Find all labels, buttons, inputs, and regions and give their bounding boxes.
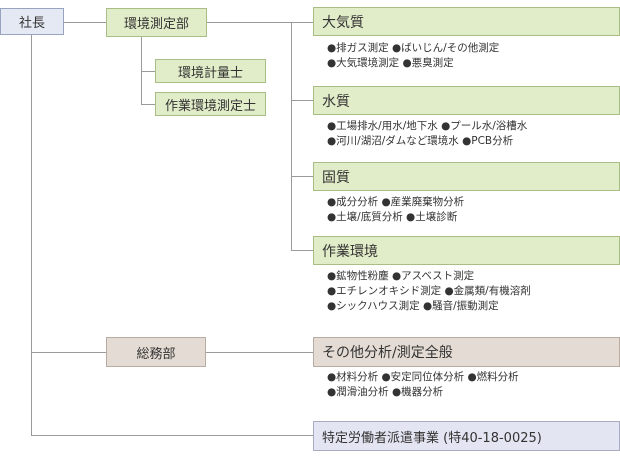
node-workplace-measurer: 作業環境測定士	[155, 92, 266, 116]
service-title: その他分析/測定全般	[322, 345, 453, 361]
connector	[291, 22, 292, 250]
detail-line: ●成分分析 ●産業廃棄物分析	[327, 196, 465, 208]
detail-line: ●工場排水/用水/地下水 ●プール水/浴槽水	[327, 120, 528, 132]
node-label: 総務部	[136, 346, 176, 362]
detail-line: ●エチレンオキシド測定 ●金属類/有機溶剤	[327, 285, 531, 297]
service-title: 固質	[322, 169, 350, 186]
service-title: 大気質	[322, 14, 364, 31]
service-air: 大気質	[313, 7, 620, 36]
service-water: 水質	[313, 86, 620, 115]
detail-line: ●潤滑油分析 ●機器分析	[327, 386, 444, 398]
node-label: 作業環境測定士	[164, 98, 256, 114]
connector	[64, 22, 106, 23]
service-title: 特定労働者派遣事業 (特40-18-0025)	[322, 430, 542, 446]
detail-line: ●材料分析 ●安定同位体分析 ●燃料分析	[327, 371, 519, 383]
connector	[31, 435, 313, 436]
service-workplace: 作業環境	[313, 236, 620, 265]
connector	[207, 22, 313, 23]
node-env-measurer: 環境計量士	[155, 59, 266, 83]
service-water-detail: ●工場排水/用水/地下水 ●プール水/浴槽水 ●河川/湖沼/ダムなど環境水 ●P…	[327, 119, 527, 149]
service-title: 水質	[322, 93, 350, 110]
connector	[291, 250, 313, 251]
node-label: 環境測定部	[123, 17, 189, 32]
node-label: 社長	[18, 16, 45, 31]
detail-line: ●排ガス測定 ●ばいじん/その他測定	[327, 42, 500, 54]
connector	[141, 104, 155, 105]
connector	[31, 34, 32, 435]
node-label: 環境計量士	[177, 65, 243, 81]
service-other-detail: ●材料分析 ●安定同位体分析 ●燃料分析 ●潤滑油分析 ●機器分析	[327, 370, 519, 400]
connector	[291, 100, 313, 101]
service-air-detail: ●排ガス測定 ●ばいじん/その他測定 ●大気環境測定 ●悪臭測定	[327, 41, 499, 71]
detail-line: ●鉱物性粉塵 ●アスベスト測定	[327, 270, 475, 282]
connector	[206, 352, 313, 353]
service-workplace-detail: ●鉱物性粉塵 ●アスベスト測定 ●エチレンオキシド測定 ●金属類/有機溶剤 ●シ…	[327, 269, 531, 314]
connector	[141, 71, 155, 72]
service-other: その他分析/測定全般	[313, 337, 620, 367]
detail-line: ●シックハウス測定 ●騒音/振動測定	[327, 300, 499, 312]
detail-line: ●河川/湖沼/ダムなど環境水 ●PCB分析	[327, 135, 514, 147]
service-solid-detail: ●成分分析 ●産業廃棄物分析 ●土壌/底質分析 ●土壌診断	[327, 195, 464, 225]
connector	[291, 176, 313, 177]
node-president: 社長	[0, 8, 64, 35]
service-worker-dispatch: 特定労働者派遣事業 (特40-18-0025)	[313, 421, 620, 451]
detail-line: ●大気環境測定 ●悪臭測定	[327, 57, 454, 69]
service-solid: 固質	[313, 162, 620, 191]
node-environment-dept: 環境測定部	[106, 8, 207, 37]
connector	[31, 352, 106, 353]
service-title: 作業環境	[322, 243, 378, 260]
node-general-affairs: 総務部	[106, 337, 206, 367]
detail-line: ●土壌/底質分析 ●土壌診断	[327, 211, 458, 223]
connector	[141, 37, 142, 104]
